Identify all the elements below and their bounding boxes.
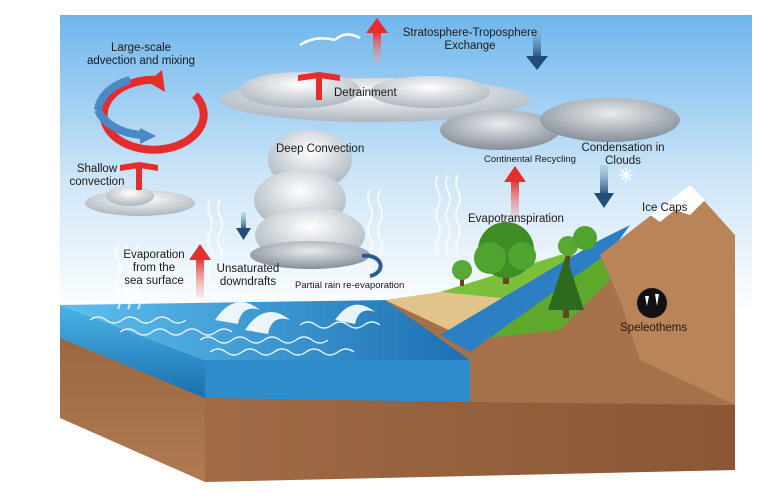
- strat-up-arrow: [366, 18, 388, 64]
- stratosphere-wisps: [299, 33, 361, 47]
- sea-side-left: [60, 305, 205, 398]
- shallow-line2: convection: [69, 176, 125, 188]
- mountain: [600, 185, 735, 405]
- strat-trop-label: Stratosphere-Troposphere Exchange: [390, 27, 550, 53]
- unsaturated-line2: downdrafts: [219, 276, 277, 288]
- evaporation-label: Evaporation from the sea surface: [114, 249, 194, 288]
- large-scale-label: Large-scale advection and mixing: [86, 42, 196, 68]
- evapotranspiration-arrow: [504, 166, 526, 222]
- deep-convection-label: Deep Convection: [276, 143, 365, 155]
- beach: [385, 292, 520, 340]
- large-scale-mixing-arrows: [94, 70, 208, 154]
- unsaturated-label: Unsaturated downdrafts: [208, 263, 288, 289]
- strat-line2: Exchange: [444, 40, 496, 52]
- snowflake-icon: [619, 168, 633, 182]
- ice-cap: [650, 185, 705, 222]
- evapotranspiration-label: Evapotranspiration: [468, 213, 564, 225]
- shallow-convection-label: Shallow convection: [62, 163, 132, 189]
- shallow-convection-arrow: [120, 162, 158, 190]
- trees: [452, 222, 597, 318]
- detrainment-cloud: [220, 72, 530, 122]
- downdraft-arrow: [236, 212, 251, 240]
- condensation-line2: Clouds: [605, 155, 641, 167]
- large-scale-line2: advection and mixing: [86, 55, 196, 67]
- soil-front-left: [60, 330, 205, 482]
- detrainment-arrow: [298, 72, 340, 100]
- sea-side-front: [205, 360, 470, 402]
- rain-reevaporation-arrow: [361, 253, 383, 278]
- evaporation-line2: from the: [132, 262, 176, 274]
- strat-line1: Stratosphere-Troposphere: [402, 27, 538, 39]
- condensation-line1: Condensation in: [581, 142, 665, 154]
- condensation-label: Condensation in Clouds: [578, 142, 668, 168]
- detrainment-label: Detrainment: [334, 87, 397, 99]
- continental-clouds: [440, 98, 680, 150]
- sea-evaporation-arrow: [189, 244, 211, 298]
- river: [440, 225, 630, 352]
- ice-caps-label: Ice Caps: [642, 202, 688, 214]
- shallow-line1: Shallow: [76, 163, 118, 175]
- speleothem-cave: [637, 288, 667, 318]
- strat-down-arrow: [526, 28, 548, 70]
- large-scale-line1: Large-scale: [110, 42, 172, 54]
- deep-convection-cloud: [250, 130, 370, 269]
- evaporation-line3: sea surface: [124, 275, 184, 287]
- speleothems-label: Speleothems: [620, 322, 688, 334]
- continental-recycling-label: Continental Recycling: [484, 154, 576, 165]
- soil-front-right: [205, 395, 735, 482]
- shallow-cloud: [85, 186, 195, 216]
- ocean-waves: [89, 316, 381, 356]
- evaporation-line1: Evaporation: [123, 249, 185, 261]
- unsaturated-line1: Unsaturated: [216, 263, 280, 275]
- condensation-down-arrow: [594, 165, 614, 208]
- breaking-waves: [215, 302, 375, 334]
- partial-rain-label: Partial rain re-evaporation: [295, 280, 405, 291]
